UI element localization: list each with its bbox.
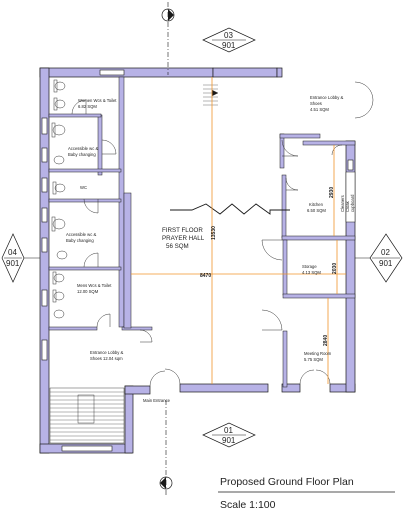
room-storage-area: 4.13 SQM [302,270,321,275]
room-cleaners-line1: Cleaners [340,195,345,212]
wall-lobby-top [48,326,98,331]
section-marker-right: 02 901 [355,233,403,283]
wall-kitchen-top [302,140,356,146]
room-accessible-1-line2: Baby changing [68,152,96,157]
section-marker-top: 03 901 [161,2,256,75]
room-kitchen-area: 6.50 SQM [307,208,326,213]
section-marker-left: 04 901 [1,233,40,283]
room-accessible-2-line2: Baby changing [66,238,94,243]
entrance-steps [49,387,125,444]
marker-left-number: 04 [8,248,17,257]
dimension-lines [131,77,346,384]
room-entrance-lobby-right-line2: Shoes [310,101,322,106]
section-marker-bottom: 01 901 [159,400,256,496]
room-wc-name: WC [80,185,87,190]
wall-top-left [39,67,214,78]
wall-kitchen-bottom [281,235,356,241]
wall-wc-4 [48,266,122,271]
room-womens-wc-name: Women Wcs & Toilet [78,98,117,103]
room-storage-name: Storage [302,264,317,269]
room-mens-wc-name: Mens Wcs & Toilet [77,283,112,288]
drawing-title: Proposed Ground Floor Plan [220,476,354,488]
door-swings [71,81,374,387]
room-cleaners-line2: Cloak [345,200,350,212]
room-entrance-lobby-left-name: Entrance Lobby & [90,350,123,355]
wall-wc-2 [48,168,122,173]
room-mens-wc-area: 12.00 SQM [77,289,99,294]
room-entrance-lobby-left-area: Shoes 12.04 sqm [90,356,123,361]
room-cleaners-line3: cupboard [350,194,355,212]
room-prayer-hall-area: 56 SQM [166,243,189,250]
dim-meeting: 2840 [323,335,329,346]
marker-bottom-number: 01 [224,426,233,435]
room-kitchen-name: Kitchen [309,202,324,207]
dim-storage: 2030 [332,263,338,274]
wall-bottom-mid [124,385,151,395]
wall-top-right [212,67,278,78]
internal-walls [48,76,356,388]
wall-wc-1 [48,113,102,118]
room-meeting-name: Meeting Room [304,351,332,356]
windows [41,69,354,452]
marker-top-number: 03 [224,31,233,40]
wall-lobby-right [124,385,134,454]
wall-lobby-r-bottom [279,133,321,139]
dim-horizontal-main: 8470 [200,273,211,279]
cleaners-cupboard [345,171,356,223]
room-accessible-2-line1: Accessible wc & [66,232,96,237]
title-block: Proposed Ground Floor Plan Scale 1:100 [218,476,395,511]
dim-vertical-main: 13530 [211,226,217,240]
marker-left-sheet: 901 [6,259,20,268]
external-walls [39,67,356,454]
room-main-entrance: Main Entrance [143,398,171,403]
marker-bottom-sheet: 901 [222,436,236,445]
marker-right-sheet: 901 [379,259,393,268]
room-prayer-hall-line1: FIRST FLOOR [162,227,203,234]
room-prayer-hall-line2: PRAYER HALL [162,235,205,242]
upper-stairs [203,84,219,106]
wall-top-corner [276,67,283,78]
room-accessible-1-line1: Accessible wc & [68,146,98,151]
wall-lobby-r-left [279,133,285,169]
drawing-scale: Scale 1:100 [220,499,276,511]
wall-storage-left [282,239,288,296]
wall-wc-block-right [97,114,103,176]
sanitary-fixtures [51,79,68,319]
wall-wc-3 [48,198,122,203]
dim-kitchen: 2930 [329,187,335,198]
room-entrance-lobby-right-name: Entrance Lobby & [310,95,343,100]
wall-bottom-right [281,383,301,393]
room-womens-wc-area: 6.82 SQM [78,104,97,109]
wall-bottom-hall [179,383,269,393]
marker-right-number: 02 [381,248,390,257]
wall-storage-bottom [282,293,356,299]
room-entrance-lobby-right-area: 4.51 SQM [310,107,329,112]
wall-kitchen-left [281,174,287,239]
wall-lobby-top-2 [121,326,153,331]
room-labels: Women Wcs & Toilet 6.82 SQM Accessible w… [66,95,355,403]
room-meeting-area: 5.75 SQM [304,357,323,362]
wall-hall-column [123,192,132,329]
marker-top-sheet: 901 [222,41,236,50]
wall-meeting-left [282,330,288,388]
